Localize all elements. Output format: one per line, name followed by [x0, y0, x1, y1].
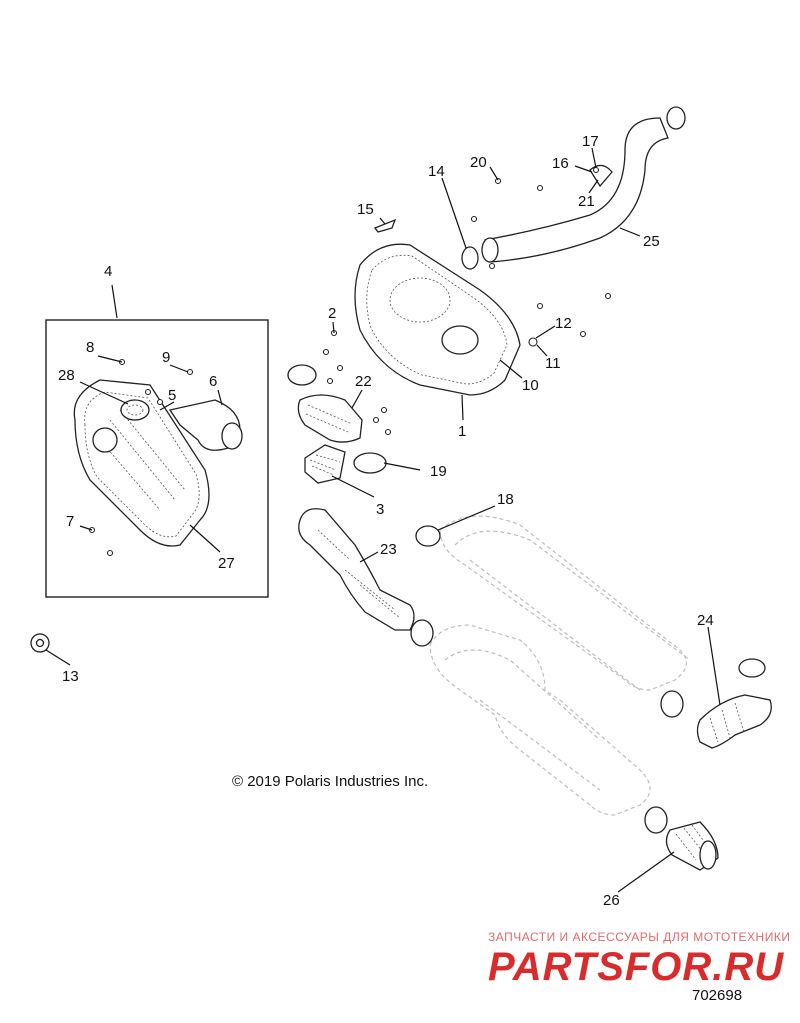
- watermark-tagline: ЗАПЧАСТИ И АКСЕССУАРЫ ДЛЯ МОТОТЕХНИКИ: [488, 930, 790, 944]
- clip-15: [373, 218, 397, 233]
- leader-lines: [45, 147, 721, 893]
- callout-28: 28: [58, 367, 75, 384]
- boot-28: [120, 399, 150, 421]
- callout-8: 8: [86, 339, 94, 356]
- callout-9: 9: [162, 349, 170, 366]
- callout-12: 12: [555, 315, 572, 332]
- callout-17: 17: [582, 133, 599, 150]
- bolt-11: [528, 337, 538, 347]
- outer-clutch-cover: [354, 243, 521, 396]
- callout-19: 19: [430, 463, 447, 480]
- callout-11: 11: [545, 355, 561, 372]
- callout-27: 27: [218, 555, 235, 572]
- kit-bolts: [88, 358, 194, 557]
- callout-15: 15: [357, 201, 374, 218]
- callout-20: 20: [470, 154, 487, 171]
- copyright-notice: © 2019 Polaris Industries Inc.: [232, 773, 428, 790]
- callout-13: 13: [62, 668, 79, 685]
- drawing-number: 702698: [692, 987, 742, 1004]
- duct-adapter-22: [297, 394, 363, 443]
- callout-18: 18: [497, 491, 514, 508]
- elbow-24: [696, 694, 772, 749]
- callout-24: 24: [697, 612, 714, 629]
- callout-16: 16: [552, 155, 569, 172]
- intake-duct-23: [298, 508, 415, 631]
- callout-3: 3: [376, 501, 384, 518]
- callout-10: 10: [522, 377, 539, 394]
- callout-6: 6: [209, 373, 217, 390]
- phantom-ducts: [429, 515, 691, 816]
- boot-26: [665, 821, 719, 871]
- callout-25: 25: [643, 233, 660, 250]
- callout-4: 4: [104, 263, 112, 280]
- callout-14: 14: [428, 163, 445, 180]
- elbow-duct-6: [168, 399, 243, 451]
- callout-2: 2: [328, 305, 336, 322]
- callout-labels: 4 8 28 9 5 6 7 27 2 22 3 19 1 10 11 12 1…: [58, 133, 714, 909]
- hose-25: [481, 117, 669, 263]
- callout-21: 21: [578, 193, 595, 210]
- clamps: [287, 106, 766, 834]
- watermark-brand: PARTSFOR.RU: [488, 945, 784, 989]
- kit-box: [45, 319, 269, 598]
- watermark: ЗАПЧАСТИ И АКСЕССУАРЫ ДЛЯ МОТОТЕХНИКИ PA…: [488, 930, 790, 989]
- filter-screen-3: [304, 444, 346, 484]
- callout-1: 1: [458, 423, 466, 440]
- washer-13: [30, 633, 50, 653]
- callout-22: 22: [355, 373, 372, 390]
- callout-23: 23: [380, 541, 397, 558]
- callout-26: 26: [603, 892, 620, 909]
- clamp-16-17-21: [589, 164, 613, 188]
- callout-7: 7: [66, 513, 74, 530]
- callout-5: 5: [168, 387, 176, 404]
